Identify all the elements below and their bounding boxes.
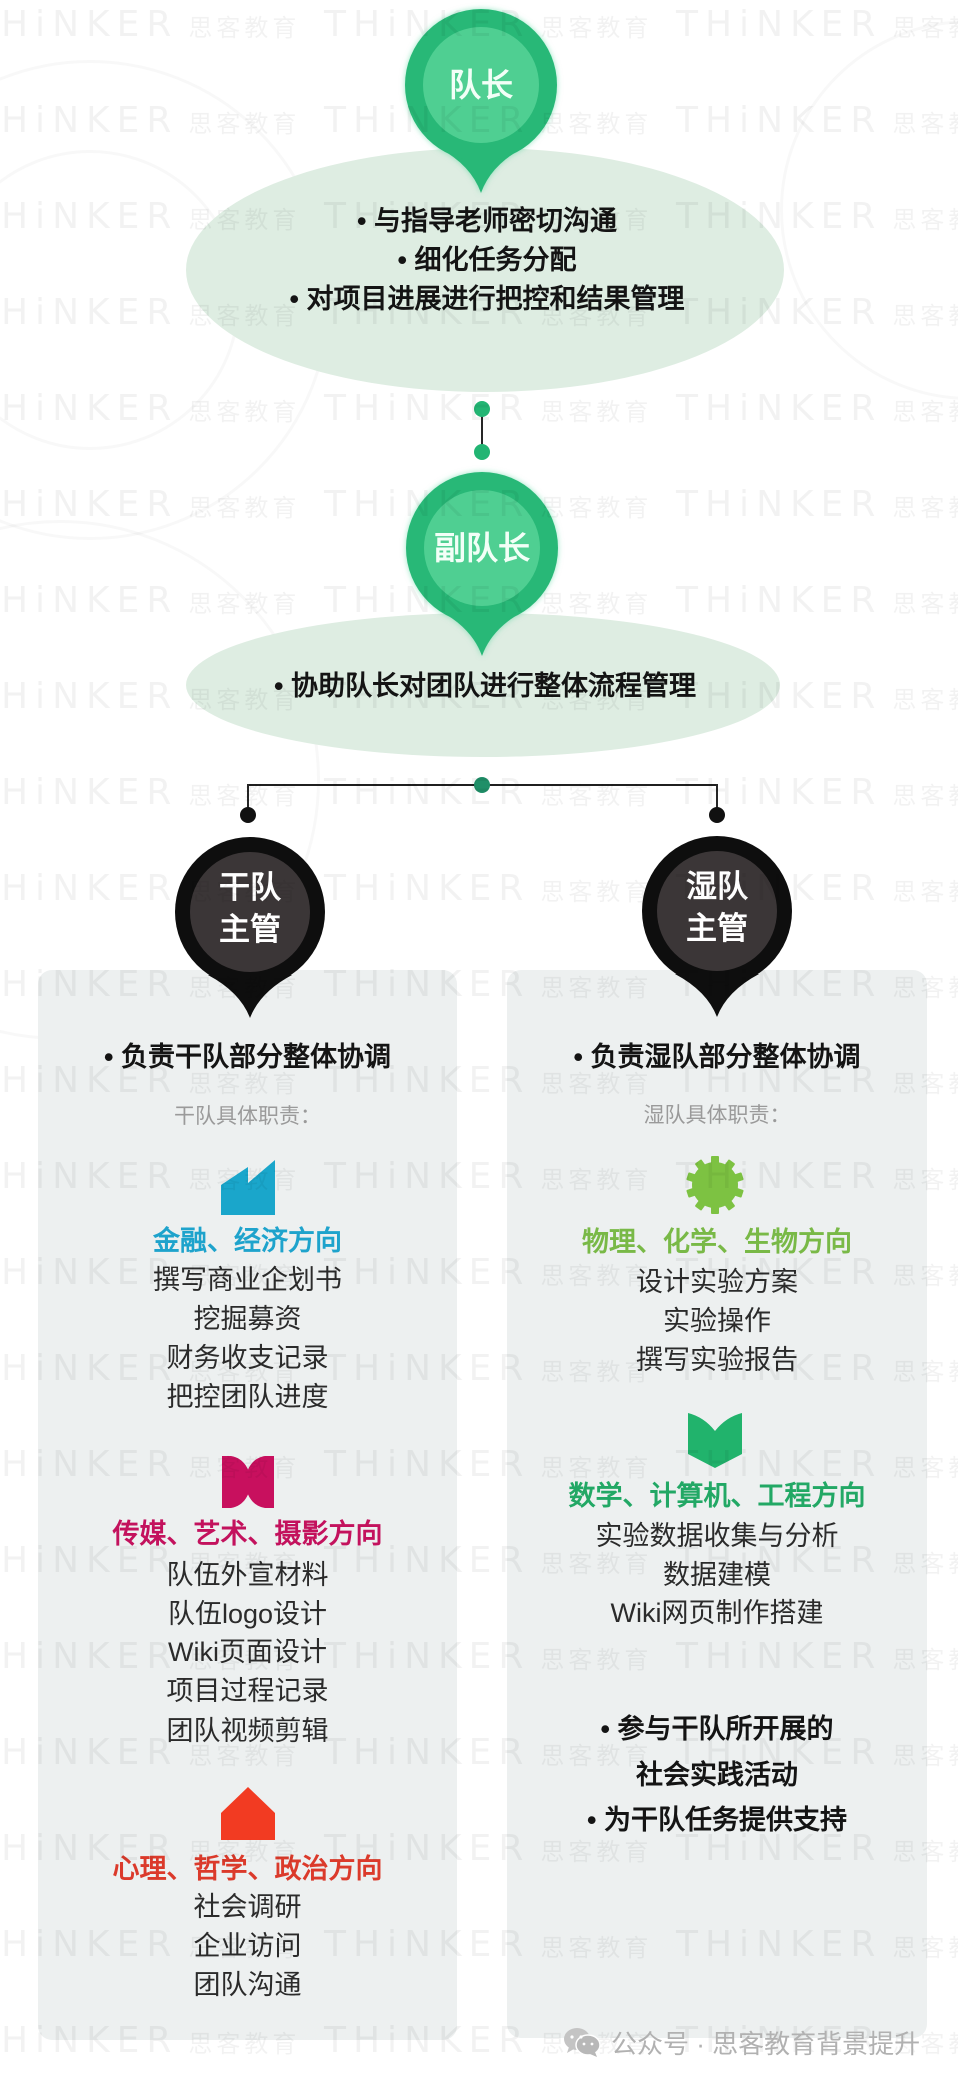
watermark-brand: THiNKER	[324, 868, 531, 909]
house-icon	[221, 1787, 275, 1840]
branch-line-right	[716, 784, 718, 815]
watermark: THiNKER 思客教育	[324, 772, 652, 813]
factory-icon	[221, 1160, 275, 1215]
vice-captain-label: 副队长	[433, 530, 530, 566]
wechat-icon	[564, 2028, 601, 2057]
source-label: 公众号 · 思客教育背景提升	[611, 2028, 921, 2059]
science-item: 撰写实验报告	[636, 1345, 798, 1375]
watermark-cn: 思客教育	[892, 687, 958, 714]
captain-duty-1: • 与指导老师密切沟通	[357, 206, 617, 236]
watermark-brand: THiNKER	[676, 388, 883, 429]
wet-summary: • 负责湿队部分整体协调	[573, 1042, 861, 1072]
dry-lead-label-line1: 干队	[219, 870, 281, 905]
captain-label: 队长	[448, 67, 513, 103]
watermark-cn: 思客教育	[892, 879, 958, 906]
connector-line	[481, 409, 483, 452]
watermark-brand: THiNKER	[324, 388, 531, 429]
dry-lead-pin-marker	[175, 837, 325, 1018]
media-direction-title: 传媒、艺术、摄影方向	[112, 1519, 383, 1549]
captain-duty-2: • 细化任务分配	[397, 245, 577, 275]
watermark-cn: 思客教育	[892, 591, 958, 618]
captain-duties-ellipse	[186, 148, 784, 392]
watermark: THiNKER 思客教育	[676, 484, 958, 525]
watermark: THiNKER 思客教育	[676, 388, 958, 429]
watermark-cn: 思客教育	[188, 15, 301, 42]
finance-item: 撰写商业企划书	[153, 1265, 342, 1295]
finance-direction-title: 金融、经济方向	[153, 1226, 342, 1256]
science-direction-title: 物理、化学、生物方向	[582, 1227, 852, 1257]
background-arc	[780, 20, 958, 400]
watermark-cn: 思客教育	[892, 783, 958, 810]
wet-lead-pin-marker	[642, 836, 792, 1017]
finance-item: 把控团队进度	[166, 1382, 329, 1412]
bowtie-icon	[222, 1456, 274, 1508]
watermark: THiNKER 思客教育	[0, 4, 300, 45]
finance-item: 挖掘募资	[193, 1304, 302, 1334]
branch-center-dot	[474, 777, 490, 793]
vice-captain-duty-1: • 协助队长对团队进行整体流程管理	[274, 671, 696, 701]
engineering-item: 数据建模	[663, 1560, 771, 1590]
media-item: 项目过程记录	[166, 1676, 329, 1706]
engineering-direction-title: 数学、计算机、工程方向	[568, 1481, 866, 1511]
dry-team-card	[38, 970, 457, 2040]
science-item: 设计实验方案	[636, 1267, 798, 1297]
branch-right-dot	[709, 807, 725, 823]
wet-lead-label-line2: 主管	[686, 911, 748, 946]
engineering-item: Wiki网页制作搭建	[610, 1598, 824, 1628]
media-item: 队伍外宣材料	[166, 1560, 329, 1590]
dry-subheading: 干队具体职责：	[174, 1105, 321, 1128]
captain-pin-marker	[405, 9, 557, 193]
media-item: Wiki页面设计	[168, 1637, 327, 1667]
dry-lead-label-line2: 主管	[219, 912, 281, 947]
branch-left-dot	[240, 807, 256, 823]
humanities-item: 团队沟通	[193, 1970, 302, 2000]
watermark: THiNKER 思客教育	[324, 868, 652, 909]
wet-extra-duty-1: • 参与干队所开展的	[600, 1714, 834, 1744]
media-item: 队伍logo设计	[167, 1599, 328, 1629]
finance-item: 财务收支记录	[166, 1343, 329, 1373]
watermark-cn: 思客教育	[892, 495, 958, 522]
humanities-item: 社会调研	[193, 1892, 302, 1922]
engineering-item: 实验数据收集与分析	[595, 1521, 839, 1551]
watermark-cn: 思客教育	[540, 783, 653, 810]
branch-line-left	[247, 784, 249, 815]
watermark-brand: THiNKER	[676, 484, 883, 525]
captain-duty-3: • 对项目进展进行把控和结果管理	[289, 284, 685, 314]
watermark-cn: 思客教育	[540, 399, 653, 426]
humanities-direction-title: 心理、哲学、政治方向	[112, 1854, 383, 1884]
media-item: 团队视频剪辑	[166, 1716, 329, 1746]
watermark-brand: THiNKER	[324, 772, 531, 813]
watermark-cn: 思客教育	[892, 399, 958, 426]
dry-summary: • 负责干队部分整体协调	[104, 1042, 391, 1072]
watermark-brand: THiNKER	[676, 772, 883, 813]
watermark-brand: THiNKER	[676, 4, 883, 45]
book-icon	[688, 1413, 742, 1468]
wet-extra-duty-2: • 为干队任务提供支持	[587, 1805, 847, 1835]
watermark: THiNKER 思客教育	[676, 580, 958, 621]
connector-dot	[474, 401, 490, 417]
vice-captain-pin-marker	[406, 472, 558, 656]
wet-extra-duty-1-cont: 社会实践活动	[636, 1760, 798, 1790]
gear-icon	[686, 1156, 744, 1214]
wet-team-card	[507, 970, 927, 2038]
wet-subheading: 湿队具体职责：	[643, 1104, 791, 1127]
wet-lead-label-line1: 湿队	[686, 869, 748, 904]
humanities-item: 企业访问	[193, 1931, 302, 1961]
connector-dot	[474, 444, 490, 460]
source-footer: 公众号 · 思客教育背景提升	[563, 2026, 921, 2059]
watermark-cn: 思客教育	[540, 879, 653, 906]
watermark-brand: THiNKER	[0, 4, 179, 45]
watermark-brand: THiNKER	[676, 580, 883, 621]
science-item: 实验操作	[663, 1306, 771, 1336]
